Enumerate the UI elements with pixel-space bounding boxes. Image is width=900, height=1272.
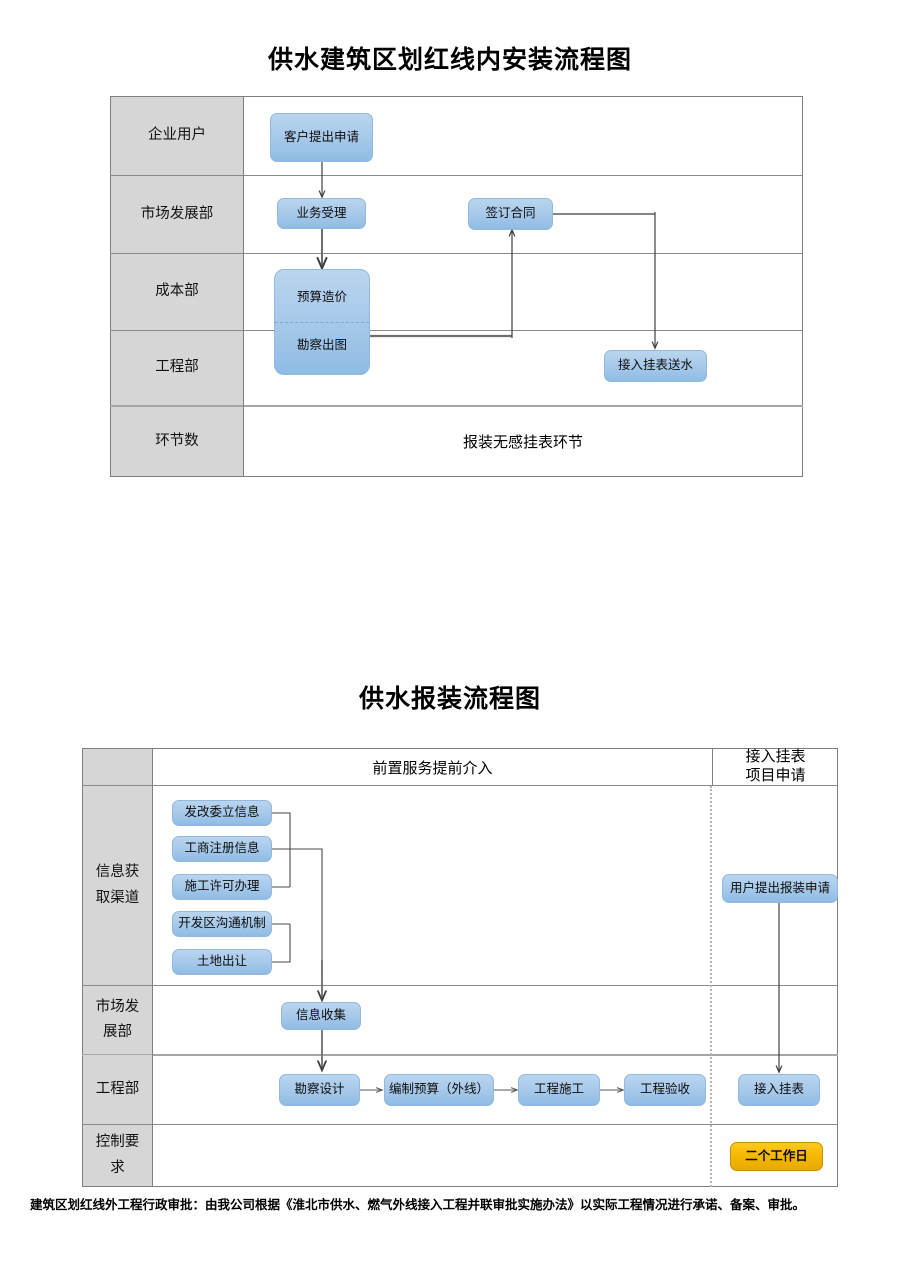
diagram1-rowlabel-cost-dept: 成本部 (111, 254, 243, 330)
diagram2-box-connect-meter[interactable]: 接入挂表 (738, 1074, 820, 1106)
diagram1-colsep (243, 96, 244, 477)
diagram2-rowsep-3 (82, 1124, 838, 1125)
diagram1-box-sign-contract[interactable]: 签订合同 (468, 198, 553, 230)
diagram1-rowlabel-steps: 环节数 (111, 407, 243, 476)
diagram1-rowlabel-enterprise-user: 企业用户 (111, 97, 243, 175)
diagram2-title: 供水报装流程图 (358, 686, 541, 713)
diagram2-table-border (82, 748, 838, 1187)
diagram2-box-channel-3[interactable]: 开发区沟通机制 (172, 911, 272, 937)
diagram1-box-divider (275, 322, 369, 323)
diagram2-box-budget-outside-line[interactable]: 编制预算（外线） (384, 1074, 494, 1106)
diagram2-box-acceptance[interactable]: 工程验收 (624, 1074, 706, 1106)
diagram2-box-channel-2[interactable]: 施工许可办理 (172, 874, 272, 900)
diagram2-rowlabel-info-channels-line1: 信息获 (95, 864, 140, 881)
footer-note: 建筑区划红线外工程行政审批：由我公司根据《淮北市供水、燃气外线接入工程并联审批实… (30, 1198, 806, 1212)
diagram1-rowlabel-market-dev: 市场发展部 (111, 176, 243, 253)
diagram2-box-channel-0[interactable]: 发改委立信息 (172, 800, 272, 826)
diagram2-box-construction[interactable]: 工程施工 (518, 1074, 600, 1106)
diagram2-rowsep-header (82, 785, 838, 786)
diagram2-box-channel-4[interactable]: 土地出让 (172, 949, 272, 975)
diagram1-summary-cell: 报装无感挂表环节 (462, 435, 583, 451)
diagram2-rowsep-2 (82, 1054, 838, 1056)
diagram2-rowlabel-market-dev-line1: 市场发 (95, 998, 140, 1015)
diagram2-rowlabel-engineering-dept: 工程部 (83, 1055, 152, 1124)
diagram2-box-channel-1[interactable]: 工商注册信息 (172, 836, 272, 862)
diagram2-header-right: 接入挂表 项目申请 (713, 749, 838, 785)
diagram1-rowsep-3 (110, 330, 803, 331)
diagram1-title: 供水建筑区划红线内安装流程图 (267, 47, 632, 74)
diagram2-colsep-left (152, 748, 153, 1187)
diagram2-rowlabel-control-req-line2: 求 (110, 1159, 125, 1176)
diagram1-box-connect-meter-water[interactable]: 接入挂表送水 (604, 350, 707, 382)
diagram2-rowlabel-info-channels: 信息获 取渠道 (83, 786, 152, 985)
diagram1-rowlabel-engineering-dept: 工程部 (111, 331, 243, 405)
diagram1-box-budget-cost: 预算造价 (296, 290, 347, 305)
diagram2-box-user-application[interactable]: 用户提出报装申请 (722, 874, 838, 903)
diagram1-table-border (110, 96, 803, 477)
diagram2-rowsep-1 (82, 985, 838, 986)
diagram1-box-budget-survey[interactable]: 预算造价 勘察出图 (274, 269, 370, 375)
diagram1-rowsep-1 (110, 175, 803, 176)
diagram2-colsep-header-right (712, 748, 713, 786)
diagram2-header-main: 前置服务提前介入 (372, 760, 493, 777)
diagram2-rowlabel-control-req: 控制要 求 (83, 1125, 152, 1186)
diagram2-rowlabel-info-channels-line2: 取渠道 (95, 889, 140, 906)
diagram2-rowlabel-control-req-line1: 控制要 (95, 1134, 140, 1151)
diagram2-rowlabel-market-dev: 市场发 展部 (83, 986, 152, 1054)
diagram2-box-info-collection[interactable]: 信息收集 (281, 1002, 361, 1030)
diagram2-colsep-dotted (710, 786, 712, 1187)
diagram2-rowlabel-market-dev-line2: 展部 (103, 1024, 132, 1040)
diagram1-box-survey-drawing: 勘察出图 (296, 338, 347, 353)
diagram1-box-business-acceptance[interactable]: 业务受理 (277, 198, 366, 229)
diagram2-header-corner (83, 749, 152, 785)
diagram1-rowsep-2 (110, 253, 803, 254)
diagram2-header-right-line1: 接入挂表 (745, 748, 806, 765)
diagram2-header-right-line2: 项目申请 (745, 768, 806, 784)
diagram1-box-customer-application[interactable]: 客户提出申请 (270, 113, 373, 162)
diagram2-box-two-working-days[interactable]: 二个工作日 (730, 1142, 823, 1171)
diagram1-rowsep-4 (110, 405, 803, 407)
diagram2-box-survey-design[interactable]: 勘察设计 (279, 1074, 360, 1106)
